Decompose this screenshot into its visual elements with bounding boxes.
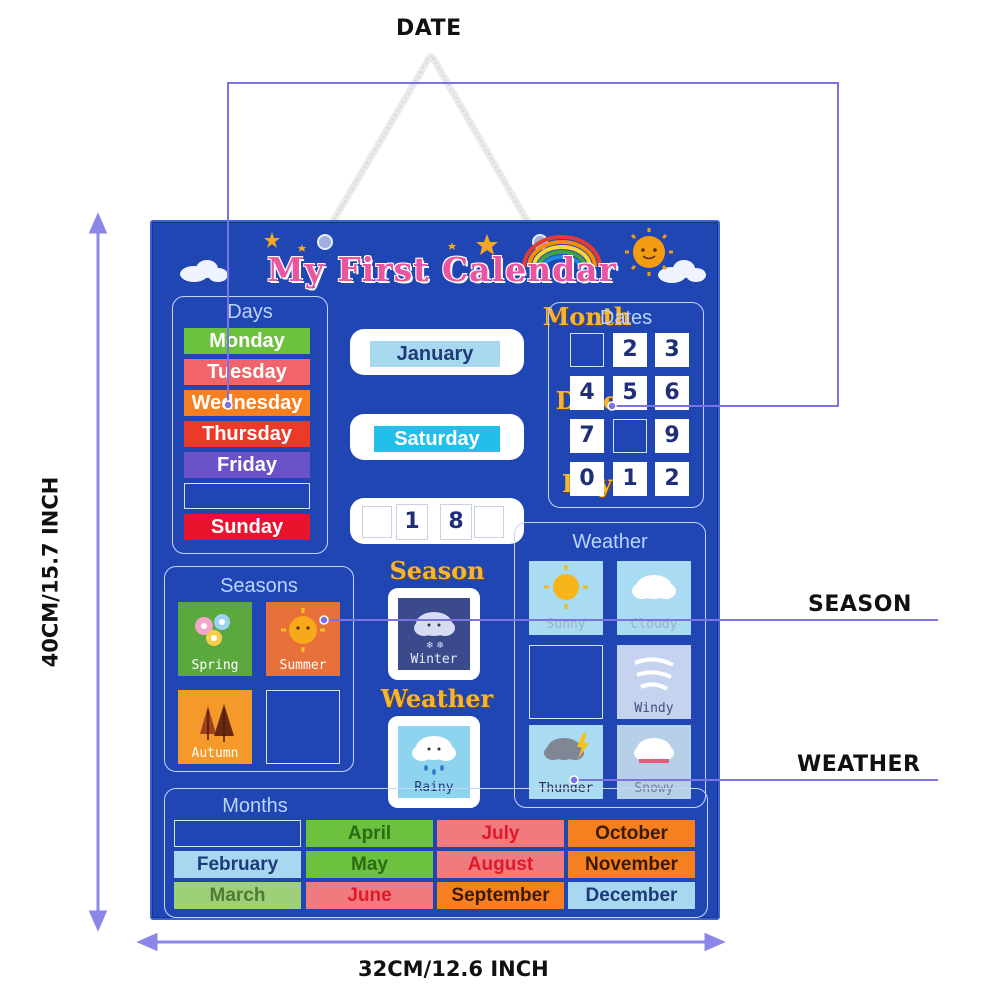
thunder-cloud-icon <box>544 733 589 760</box>
day-strip-wednesday[interactable]: Wednesday <box>184 390 310 416</box>
date-tile[interactable]: 9 <box>655 419 689 453</box>
weather-card-label: Sunny <box>546 617 586 632</box>
dates-panel-title: Dates <box>599 307 653 329</box>
sun-icon <box>281 608 325 652</box>
weather-empty-slot[interactable] <box>529 645 603 719</box>
current-weather-card[interactable]: Rainy <box>398 726 470 798</box>
weather-card-label: Windy <box>634 701 674 716</box>
month-strip-november[interactable]: November <box>568 851 695 878</box>
weather-card-snowy[interactable]: Snowy <box>617 725 691 799</box>
board-title: My First Calendar <box>267 250 617 289</box>
day-digit-tens[interactable]: 1 <box>396 504 428 540</box>
month-strip-july[interactable]: July <box>437 820 564 847</box>
day-number-holder <box>350 498 524 544</box>
season-heading: Season <box>389 556 485 585</box>
day-digit-ones[interactable]: 8 <box>440 504 472 540</box>
month-strip-september[interactable]: September <box>437 882 564 909</box>
month-strip-october[interactable]: October <box>568 820 695 847</box>
month-strip-march[interactable]: March <box>174 882 301 909</box>
seasons-panel-title: Seasons <box>220 575 298 597</box>
season-card-autumn[interactable]: Autumn <box>178 690 252 764</box>
wind-icon <box>634 657 674 691</box>
flowers-icon <box>195 614 230 646</box>
weather-callout-label: WEATHER <box>797 752 921 777</box>
cloud-icon <box>632 575 676 599</box>
date-tile-empty-1[interactable] <box>570 333 604 367</box>
current-weekday-strip[interactable]: Saturday <box>374 426 500 452</box>
season-empty-slot[interactable] <box>266 690 340 764</box>
calendar-board: My First Calendar Days Monday Tuesday We… <box>150 220 720 920</box>
weather-card-windy[interactable]: Windy <box>617 645 691 719</box>
day-strip-thursday[interactable]: Thursday <box>184 421 310 447</box>
current-weather-label: Rainy <box>414 780 454 795</box>
season-callout-label: SEASON <box>808 592 912 617</box>
month-strip-april[interactable]: April <box>306 820 433 847</box>
weather-card-cloudy[interactable]: Cloudy <box>617 561 691 635</box>
weather-card-sunny[interactable]: Sunny <box>529 561 603 635</box>
current-season-label: Winter <box>410 652 458 667</box>
height-dimension-label: 40CM/15.7 INCH <box>38 476 63 668</box>
days-panel-title: Days <box>227 301 273 323</box>
weather-panel: Weather <box>514 522 706 808</box>
day-strip-tuesday[interactable]: Tuesday <box>184 359 310 385</box>
season-card-label: Spring <box>191 658 239 673</box>
month-strip-august[interactable]: August <box>437 851 564 878</box>
months-panel: Months <box>164 788 708 918</box>
date-tile[interactable]: 5 <box>613 376 647 410</box>
season-card-label: Summer <box>279 658 327 673</box>
date-tile[interactable]: 3 <box>655 333 689 367</box>
season-card-summer[interactable]: Summer <box>266 602 340 676</box>
season-card-spring[interactable]: Spring <box>178 602 252 676</box>
date-tile[interactable]: 7 <box>570 419 604 453</box>
date-tile[interactable]: 0 <box>570 462 604 496</box>
day-digit-empty-right[interactable] <box>474 506 504 538</box>
width-dimension-label: 32CM/12.6 INCH <box>358 957 549 981</box>
sun-icon <box>544 565 588 609</box>
day-strip-friday[interactable]: Friday <box>184 452 310 478</box>
date-tile[interactable]: 2 <box>655 462 689 496</box>
month-empty-slot[interactable] <box>174 820 301 847</box>
date-tile[interactable]: 2 <box>613 333 647 367</box>
leaves-icon <box>200 704 234 742</box>
month-strip-may[interactable]: May <box>306 851 433 878</box>
day-empty-slot[interactable] <box>184 483 310 509</box>
day-digit-empty[interactable] <box>362 506 392 538</box>
season-card-label: Autumn <box>191 746 239 761</box>
seasons-panel: Seasons <box>164 566 354 772</box>
date-callout-label: DATE <box>396 16 462 41</box>
months-panel-title: Months <box>222 795 288 817</box>
month-strip-december[interactable]: December <box>568 882 695 909</box>
date-tile[interactable]: 1 <box>613 462 647 496</box>
weather-panel-title: Weather <box>572 531 648 553</box>
current-month-strip[interactable]: January <box>370 341 500 367</box>
snow-cloud-icon <box>634 738 674 763</box>
current-season-card[interactable]: ❄ ❄ Winter <box>398 598 470 670</box>
winter-cloud-icon: ❄ ❄ <box>414 612 455 651</box>
rain-cloud-icon <box>412 736 456 775</box>
weather-heading: Weather <box>380 684 494 713</box>
month-strip-june[interactable]: June <box>306 882 433 909</box>
svg-text:❄ ❄: ❄ ❄ <box>426 641 444 651</box>
month-strip-february[interactable]: February <box>174 851 301 878</box>
date-tile[interactable]: 6 <box>655 376 689 410</box>
weather-card-label: Cloudy <box>630 617 678 632</box>
day-strip-sunday[interactable]: Sunday <box>184 514 310 540</box>
date-tile[interactable]: 4 <box>570 376 604 410</box>
date-tile-empty-2[interactable] <box>613 419 647 453</box>
day-strip-monday[interactable]: Monday <box>184 328 310 354</box>
